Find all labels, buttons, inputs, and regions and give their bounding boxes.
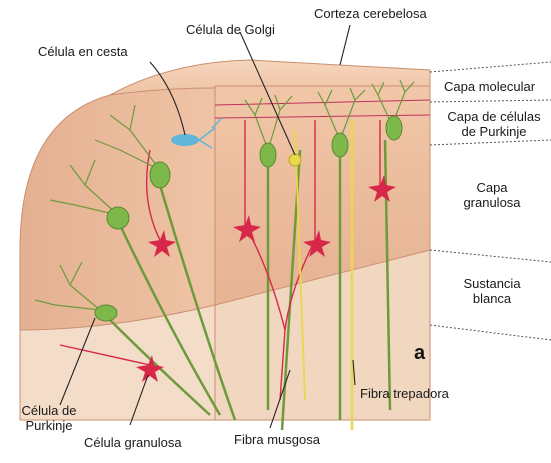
- label-sustancia-blanca: Sustancia blanca: [452, 276, 532, 306]
- label-capa-granulosa: Capa granulosa: [452, 180, 532, 210]
- label-fibra-trepadora: Fibra trepadora: [360, 386, 449, 401]
- label-fibra-musgosa: Fibra musgosa: [234, 432, 320, 447]
- label-celula-purkinje: Célula de Purkinje: [14, 403, 84, 433]
- label-capa-granulosa-line1: Capa: [452, 180, 532, 195]
- label-capa-purkinje-line1: Capa de células: [440, 109, 548, 124]
- label-purkinje-line2: Purkinje: [14, 418, 84, 433]
- label-capa-purkinje: Capa de células de Purkinje: [440, 109, 548, 139]
- label-celula-granulosa: Célula granulosa: [84, 435, 182, 450]
- label-corteza-cerebelosa: Corteza cerebelosa: [314, 6, 427, 21]
- label-celula-cesta: Célula en cesta: [38, 44, 128, 59]
- label-capa-granulosa-line2: granulosa: [452, 195, 532, 210]
- label-capa-molecular: Capa molecular: [444, 79, 535, 94]
- golgi-cell: [289, 154, 301, 166]
- label-celula-golgi: Célula de Golgi: [186, 22, 275, 37]
- label-sustancia-line2: blanca: [452, 291, 532, 306]
- figure-letter: a: [414, 342, 425, 365]
- label-purkinje-line1: Célula de: [14, 403, 84, 418]
- label-capa-purkinje-line2: de Purkinje: [440, 124, 548, 139]
- label-sustancia-line1: Sustancia: [452, 276, 532, 291]
